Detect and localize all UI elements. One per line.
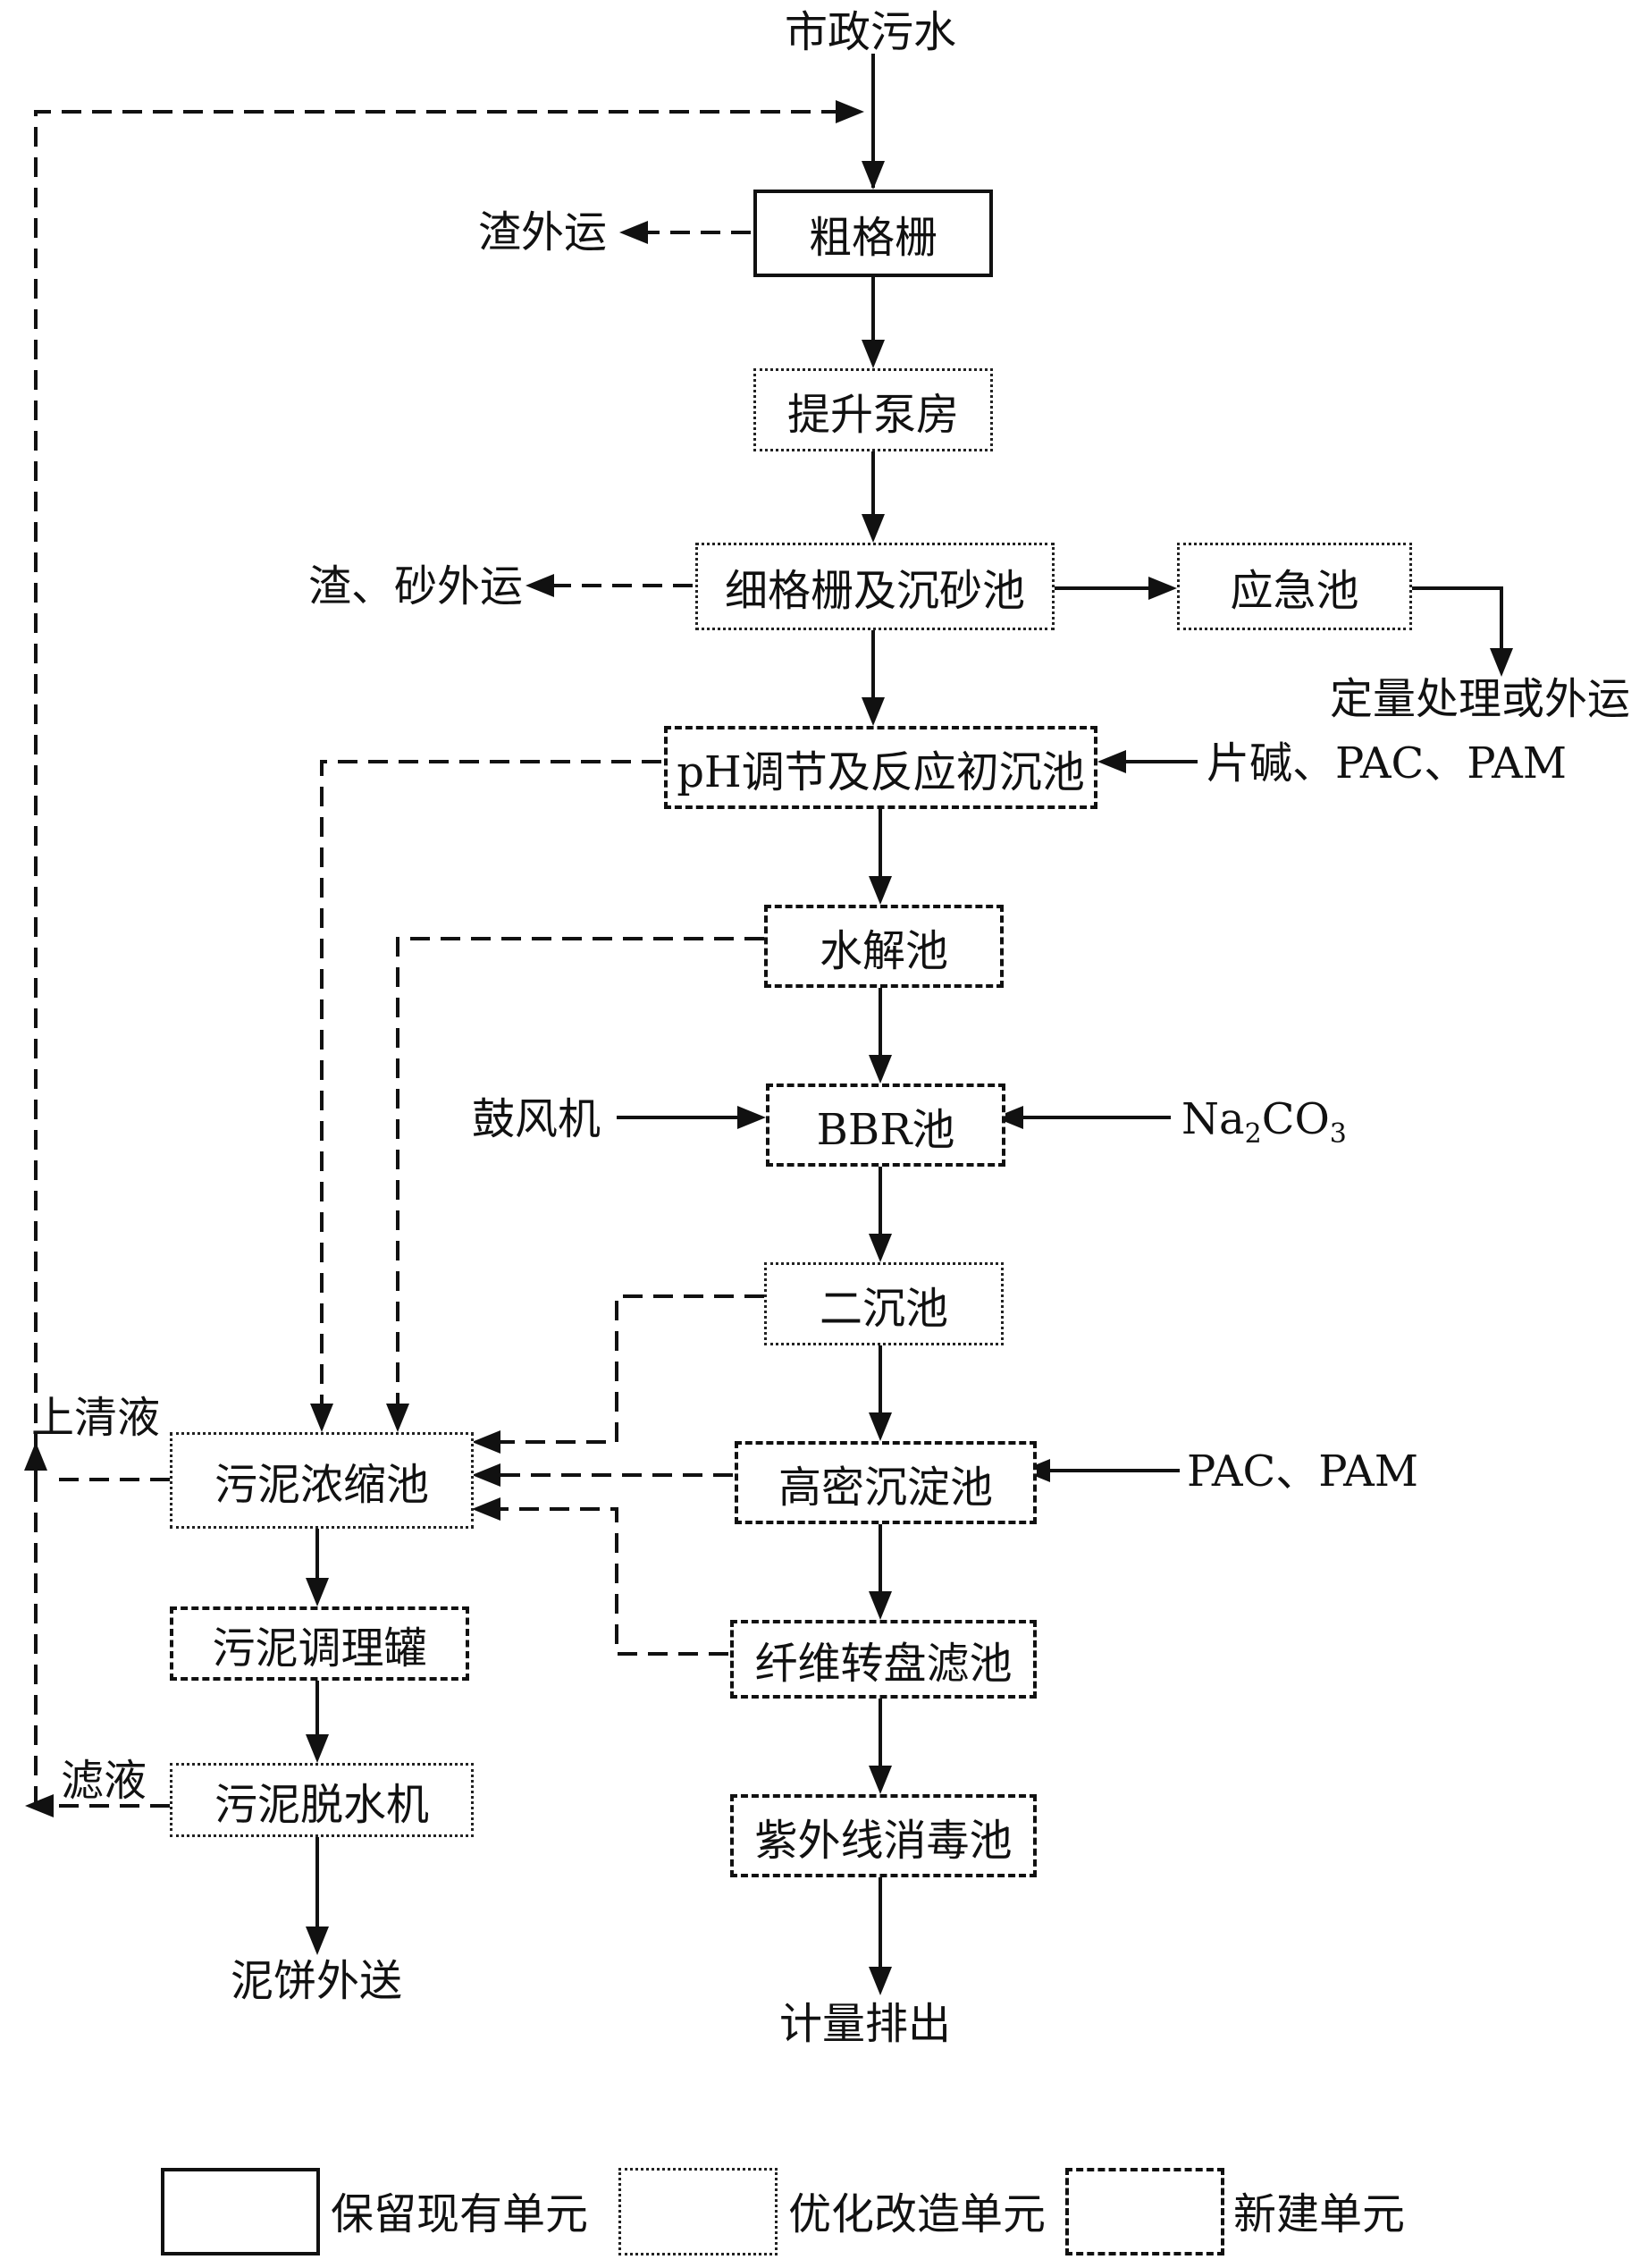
label-screenings-out: 渣外运 — [478, 207, 608, 257]
arrowhead — [472, 1497, 500, 1521]
arrowhead — [306, 1734, 329, 1763]
arrowhead — [1490, 648, 1513, 677]
label-chem-hd: PAC、PAM — [1187, 1446, 1418, 1497]
arrowhead — [472, 1430, 500, 1454]
arrowhead — [862, 161, 885, 190]
arrowhead — [1097, 750, 1126, 773]
arrowhead — [619, 221, 648, 244]
arrowhead — [306, 1578, 329, 1606]
sludge-ph-to-thickener — [320, 760, 661, 1408]
label-cake-out: 泥饼外送 — [231, 1956, 403, 2006]
arrowhead — [869, 1967, 892, 1995]
label-quantitative: 定量处理或外运 — [1330, 674, 1631, 724]
arrowhead — [995, 1106, 1023, 1129]
unit-ph-primary: pH调节及反应初沉池 — [664, 726, 1097, 809]
unit-high-density: 高密沉淀池 — [735, 1441, 1037, 1524]
arrowhead — [869, 1234, 892, 1262]
unit-sludge-thickener: 污泥浓缩池 — [170, 1432, 474, 1529]
legend-new-label: 新建单元 — [1233, 2189, 1406, 2239]
unit-fine-screen-grit: 细格栅及沉砂池 — [695, 543, 1055, 630]
unit-bbr: BBR池 — [766, 1083, 1005, 1167]
sludge-hydrolysis-to-thickener — [396, 937, 764, 1408]
na2co3-co: CO — [1261, 1094, 1330, 1144]
arrowhead — [24, 1442, 47, 1471]
flow-emergency-to-quant — [1412, 586, 1503, 653]
na2co3-sub-1: 2 — [1244, 1118, 1262, 1150]
label-na2co3: Na2CO3 — [1181, 1098, 1347, 1148]
unit-sludge-conditioning: 污泥调理罐 — [170, 1606, 469, 1681]
arrowhead — [386, 1404, 409, 1432]
arrowhead — [472, 1463, 500, 1487]
label-influent: 市政污水 — [785, 7, 957, 57]
arrowhead — [836, 100, 864, 123]
label-blower: 鼓风机 — [472, 1094, 601, 1144]
unit-emergency-pool: 应急池 — [1177, 543, 1412, 630]
arrowhead — [869, 1591, 892, 1620]
na2co3-na: Na — [1181, 1094, 1245, 1144]
arrowhead — [306, 1927, 329, 1955]
arrowhead — [862, 514, 885, 543]
unit-uv-disinfection: 紫外线消毒池 — [730, 1794, 1037, 1877]
arrowhead — [869, 1766, 892, 1794]
label-supernatant: 上清液 — [31, 1393, 161, 1443]
unit-hydrolysis: 水解池 — [764, 905, 1004, 988]
legend-new-swatch — [1065, 2168, 1224, 2255]
label-filtrate: 滤液 — [61, 1756, 147, 1806]
arrowhead — [1148, 577, 1177, 600]
na2co3-sub-2: 3 — [1329, 1118, 1347, 1150]
label-grit-out: 渣、砂外运 — [308, 561, 524, 611]
arrowhead — [869, 1412, 892, 1441]
arrowhead — [25, 1794, 54, 1817]
sludge-fiber-to-thickener — [496, 1507, 728, 1656]
arrowhead — [862, 697, 885, 726]
unit-secondary-clarifier: 二沉池 — [764, 1262, 1004, 1345]
label-chem-ph: 片碱、PAC、PAM — [1207, 738, 1567, 788]
legend-optimize-label: 优化改造单元 — [788, 2189, 1047, 2239]
arrowhead — [737, 1106, 766, 1129]
arrowhead — [310, 1404, 333, 1432]
arrowhead — [869, 1055, 892, 1083]
unit-lift-pump: 提升泵房 — [753, 368, 993, 451]
unit-fiber-disc: 纤维转盘滤池 — [730, 1620, 1037, 1699]
arrowhead — [869, 876, 892, 905]
legend-keep-label: 保留现有单元 — [331, 2189, 589, 2239]
unit-coarse-screen: 粗格栅 — [753, 190, 993, 277]
legend-keep-swatch — [161, 2168, 320, 2255]
return-loop — [34, 110, 840, 1484]
arrowhead — [526, 574, 554, 597]
unit-sludge-dewatering: 污泥脱水机 — [170, 1763, 474, 1837]
legend-optimize-swatch — [618, 2168, 778, 2255]
arrowhead — [862, 340, 885, 368]
sludge-secondary-to-thickener — [496, 1294, 764, 1444]
label-discharge: 计量排出 — [779, 1999, 952, 2049]
